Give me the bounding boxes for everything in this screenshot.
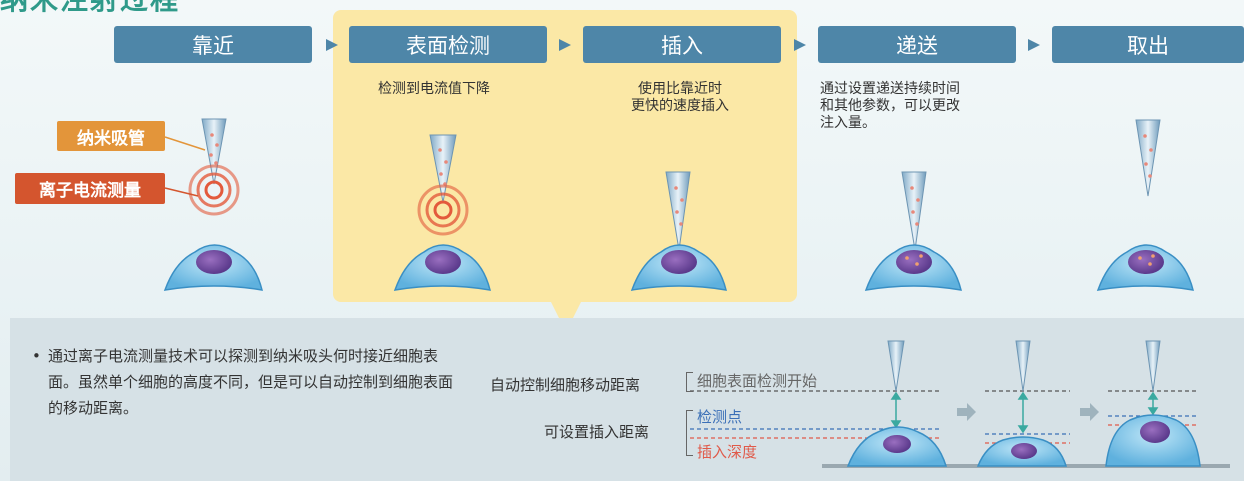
insert-desc-line: 更快的速度插入 <box>631 98 729 114</box>
deliver-desc-line: 注入量。 <box>820 115 876 131</box>
surface-pipette <box>429 134 457 203</box>
bracket <box>686 372 693 392</box>
surface-start-label: 细胞表面检测开始 <box>697 372 818 390</box>
page-title: 纳米注射过程 <box>0 0 180 18</box>
deliver-desc: 通过设置递送持续时间 和其他参数，可以更改 注入量。 <box>820 81 960 132</box>
insert-distance-label: 可设置插入距离 <box>544 423 650 441</box>
insert-desc-line: 使用比靠近时 <box>638 81 722 97</box>
ion-current-rings <box>417 184 469 236</box>
step-arrow-icon <box>559 39 571 51</box>
step-surface-detect: 表面检测 <box>349 26 547 63</box>
cell-shape <box>864 244 963 291</box>
step-remove: 取出 <box>1052 26 1244 63</box>
step-deliver: 递送 <box>818 26 1016 63</box>
step-insert: 插入 <box>583 26 781 63</box>
insert-desc: 使用比靠近时 更快的速度插入 <box>600 81 760 115</box>
approach-pipette <box>201 118 227 185</box>
transition-arrow-icon <box>957 403 1099 421</box>
step-arrow-icon <box>1028 39 1040 51</box>
surface-detect-desc: 检测到电流值下降 <box>378 81 490 97</box>
deliver-pipette <box>901 171 927 251</box>
insert-depth-label: 插入深度 <box>697 443 758 461</box>
cell-shape <box>846 414 1201 467</box>
deliver-desc-line: 通过设置递送持续时间 <box>820 81 960 97</box>
bullet-note: 通过离子电流测量技术可以探测到纳米吸头何时接近细胞表面。虽然单个细胞的高度不同，… <box>48 347 454 417</box>
step-arrow-icon <box>326 39 338 51</box>
distance-arrows <box>890 391 1159 434</box>
cell-shape <box>1096 244 1195 291</box>
deliver-desc-line: 和其他参数，可以更改 <box>820 98 960 114</box>
remove-pipette <box>1135 119 1161 197</box>
auto-distance-label: 自动控制细胞移动距离 <box>490 376 641 394</box>
bracket <box>686 410 693 456</box>
nanopipette-label: 纳米吸管 <box>57 121 165 151</box>
cell-shape <box>163 244 264 291</box>
ion-current-rings <box>188 164 240 216</box>
detect-point-label: 检测点 <box>697 408 743 426</box>
insert-pipette <box>665 171 691 251</box>
cell-shape <box>393 244 492 291</box>
ion-current-label: 离子电流测量 <box>15 173 165 204</box>
step-arrow-icon <box>794 39 806 51</box>
cell-shape <box>630 244 728 291</box>
step-approach: 靠近 <box>114 26 312 63</box>
bullet-dot: • <box>32 347 41 365</box>
